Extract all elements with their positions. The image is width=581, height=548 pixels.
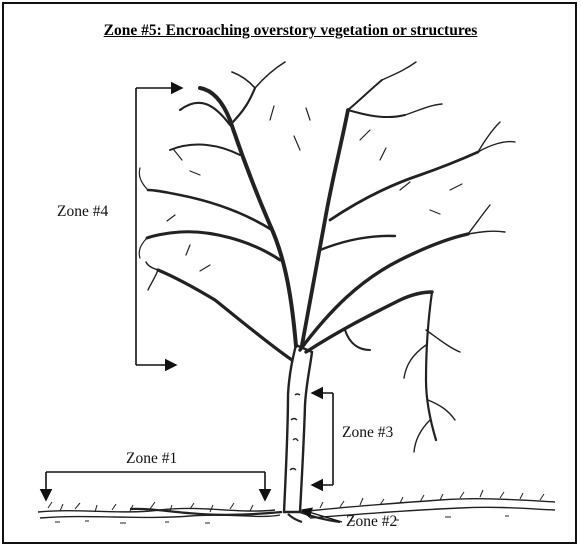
zone4-bracket (136, 88, 182, 365)
zone3-label: Zone #3 (342, 424, 393, 442)
trunk (284, 345, 312, 512)
zone2-label: Zone #2 (346, 513, 397, 531)
zone1-bracket (46, 472, 265, 500)
zone3-bracket (312, 393, 333, 485)
zone1-label: Zone #1 (126, 450, 177, 468)
zone4-label: Zone #4 (57, 203, 108, 221)
